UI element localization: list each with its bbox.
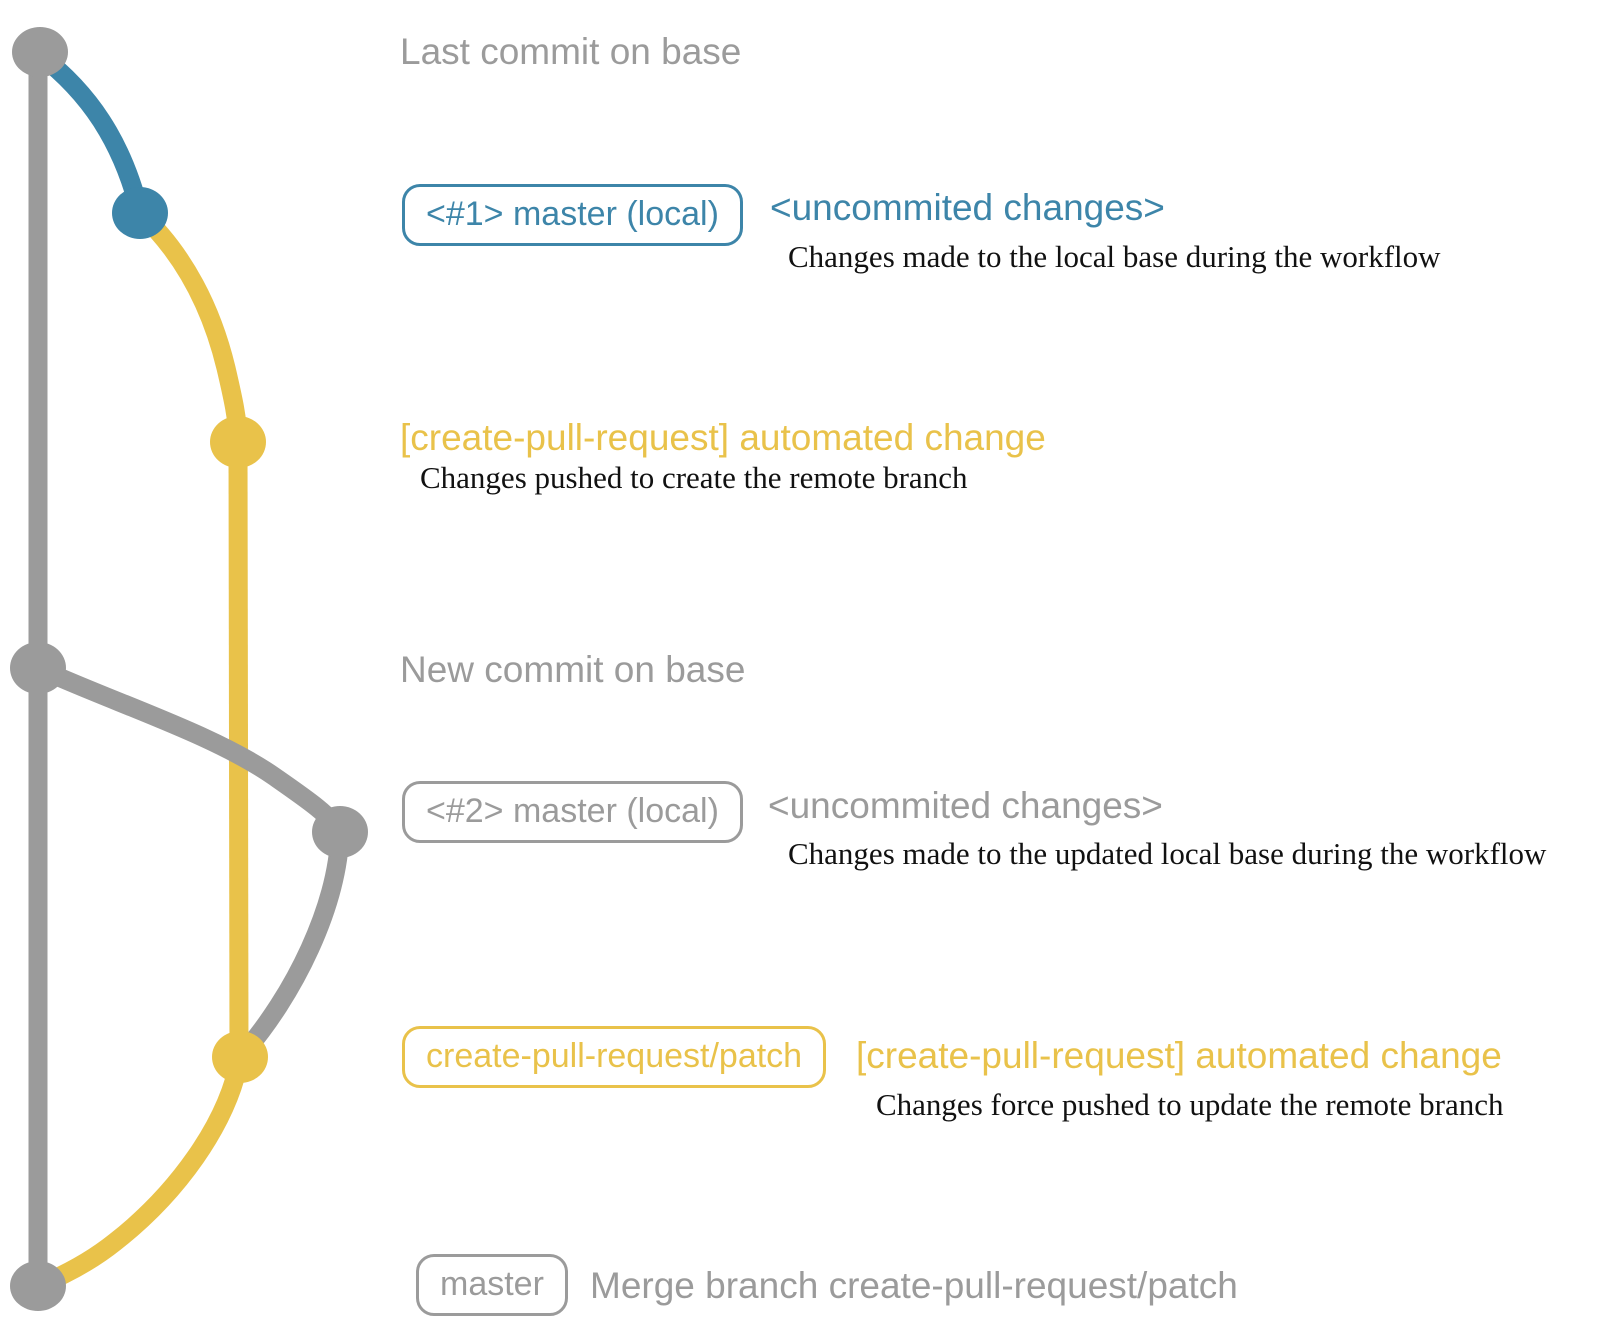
patch-branch-create-edge — [133, 206, 248, 443]
description-automated-1: Changes pushed to create the remote bran… — [420, 460, 968, 495]
description-automated-2: Changes force pushed to update the remot… — [876, 1087, 1504, 1122]
label-new-commit-on-base: New commit on base — [400, 649, 746, 690]
branch-label-patch: create-pull-request/patch — [402, 1026, 827, 1088]
description-uncommitted-2: Changes made to the updated local base d… — [788, 836, 1547, 871]
force-push-edge — [232, 831, 350, 1064]
label-last-commit-on-base: Last commit on base — [400, 31, 742, 72]
commit-dot-last-base — [12, 27, 68, 77]
git-graph — [10, 27, 368, 1311]
branch-label-master-local-1: <#1> master (local) — [402, 184, 743, 246]
patch-merge-edge — [34, 1055, 250, 1295]
commit-dot-merge — [10, 1261, 66, 1311]
commit-message-automated-1: [create-pull-request] automated change — [400, 417, 1046, 458]
commit-dot-uncommitted-2 — [312, 806, 368, 858]
commit-dot-new-base — [10, 642, 66, 694]
description-uncommitted-1: Changes made to the local base during th… — [788, 239, 1441, 274]
commit-message-merge: Merge branch create-pull-request/patch — [590, 1265, 1238, 1306]
commit-message-uncommitted-2: <uncommited changes> — [768, 785, 1163, 826]
commit-dot-automated-1 — [210, 416, 266, 468]
commit-dot-uncommitted-1 — [112, 187, 168, 239]
rebase-branch-edge — [34, 659, 349, 838]
commit-message-automated-2: [create-pull-request] automated change — [856, 1035, 1502, 1076]
local-master-branch-edge — [34, 47, 150, 216]
branch-label-master: master — [416, 1254, 568, 1316]
commit-dot-automated-2 — [212, 1031, 268, 1083]
commit-message-uncommitted-1: <uncommited changes> — [770, 187, 1165, 228]
branch-label-master-local-2: <#2> master (local) — [402, 781, 743, 843]
